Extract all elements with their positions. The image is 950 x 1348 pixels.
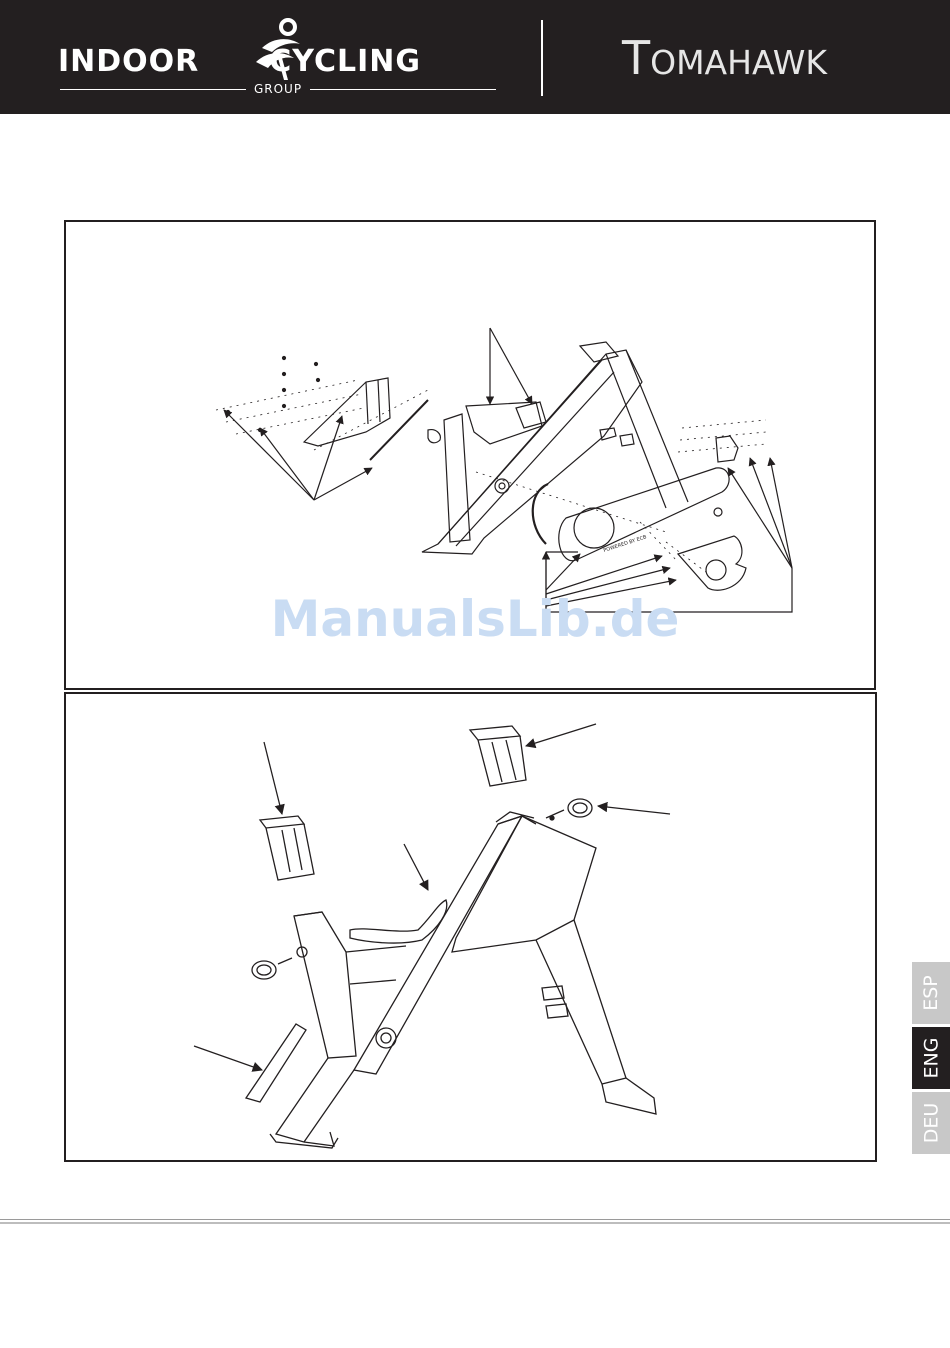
arrow-handlebar-post-insert (526, 724, 596, 746)
arrow-group-left (224, 410, 372, 500)
arrow-group-right (546, 458, 792, 612)
tab-esp-label: ESP (920, 975, 942, 1011)
footer-rule-thin (0, 1219, 950, 1220)
tomahawk-wordmark: TOMAHAWK (622, 36, 827, 85)
group-rule-right (310, 89, 496, 90)
arrow-seat-post-insert (264, 742, 282, 814)
footer-rule-thick (0, 1222, 950, 1224)
lower-cover-plate (246, 1024, 306, 1102)
group-rule-left (60, 89, 246, 90)
arrow-frame-cover-part (404, 844, 428, 890)
handlebar-post-insert (470, 726, 526, 786)
brand-group-text: GROUP (246, 82, 310, 96)
tab-eng-label: ENG (920, 1038, 942, 1079)
seat-post-insert (260, 816, 314, 880)
manualslib-watermark: ManualsLib.de (0, 590, 950, 648)
arrow-lower-cover-plate (194, 1046, 262, 1070)
tomahawk-initial: T (622, 31, 650, 85)
cyclist-logo-icon (248, 18, 312, 84)
header-divider (541, 20, 543, 96)
arrow-group-top-centre (490, 328, 532, 404)
tab-deu-label: DEU (920, 1103, 942, 1144)
brand-word-indoor: INDOOR (58, 44, 199, 79)
frame-parts-drawing (66, 694, 879, 1164)
tab-deu[interactable]: DEU (912, 1092, 950, 1154)
bike-frame (270, 812, 656, 1148)
adjustment-knob-left (252, 947, 307, 979)
tab-eng[interactable]: ENG (912, 1027, 950, 1089)
tab-esp[interactable]: ESP (912, 962, 950, 1024)
front-cover-part (216, 357, 428, 461)
arrow-adjustment-knob-right (598, 806, 670, 814)
brand-group-line: GROUP (60, 80, 496, 98)
assembly-diagram-bottom (64, 692, 877, 1162)
language-tabs: ESP ENG DEU (912, 962, 950, 1157)
adjustment-knob-right (546, 799, 592, 820)
main-frame-drawing: POWERED BY ECB (422, 342, 766, 590)
tomahawk-rest: OMAHAWK (650, 43, 827, 82)
